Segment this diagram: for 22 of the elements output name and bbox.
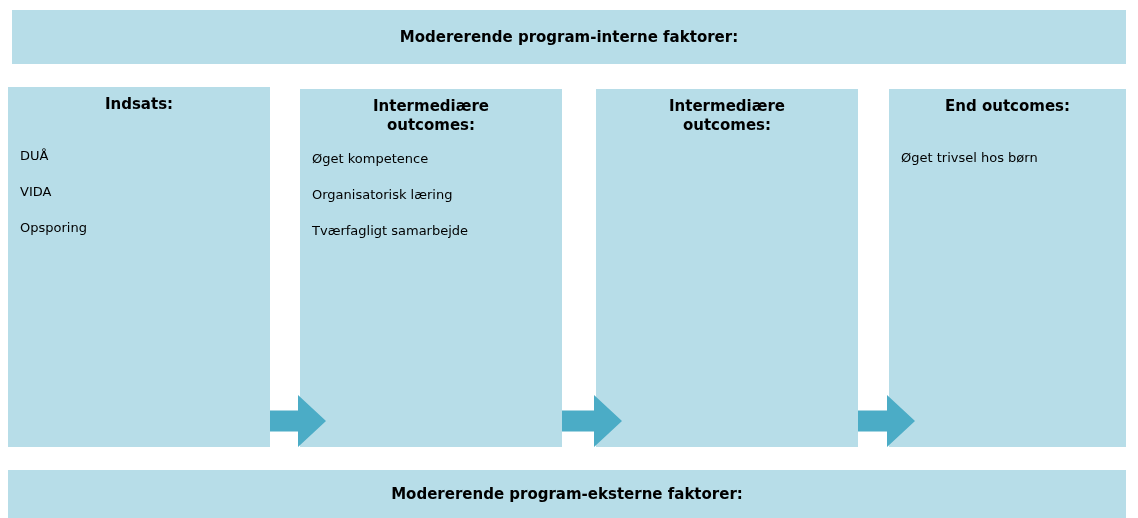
factor-band — [12, 10, 1126, 64]
column-heading: Indsats: — [103, 95, 175, 114]
list-item: Tværfagligt samarbejde — [312, 223, 469, 239]
column-heading: Intermediære outcomes: — [668, 97, 786, 135]
column-heading: End outcomes: — [944, 97, 1071, 116]
block-arrow — [858, 395, 915, 447]
list-item: DUÅ — [20, 148, 49, 164]
stage-column — [8, 87, 270, 447]
block-arrow — [270, 395, 326, 447]
list-item: VIDA — [20, 184, 52, 200]
list-item: Øget trivsel hos børn — [901, 150, 1038, 166]
list-item: Opsporing — [20, 220, 87, 236]
column-heading: Modererende program-eksterne faktorer: — [391, 484, 743, 504]
list-item: Øget kompetence — [312, 151, 429, 167]
stage-column — [889, 89, 1126, 447]
stage-column — [596, 89, 858, 447]
column-heading: Modererende program-interne faktorer: — [399, 27, 739, 47]
list-item: Organisatorisk læring — [312, 187, 453, 203]
factor-band — [8, 470, 1126, 518]
stage-column — [300, 89, 562, 447]
column-heading: Intermediære outcomes: — [372, 97, 490, 135]
block-arrow — [562, 395, 622, 447]
